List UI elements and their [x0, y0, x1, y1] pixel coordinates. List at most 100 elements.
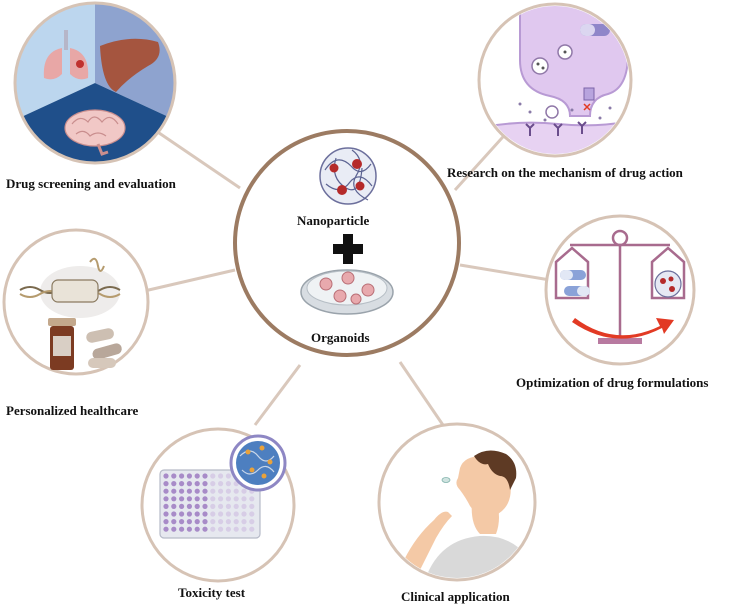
dna-icon [19, 257, 121, 303]
well [233, 526, 239, 532]
capsules-icon [86, 328, 122, 368]
well [186, 519, 192, 525]
drug-screening-label: Drug screening and evaluation [6, 176, 176, 191]
well [171, 488, 177, 494]
well [225, 526, 231, 532]
well [210, 511, 216, 517]
well [202, 473, 208, 479]
nanoparticle-icon [319, 147, 377, 205]
well [186, 473, 192, 479]
well [171, 511, 177, 517]
well [249, 511, 255, 517]
red-arrow-icon [572, 318, 674, 339]
mechanism-label: Research on the mechanism of drug action [447, 165, 683, 180]
well [186, 503, 192, 509]
well [202, 503, 208, 509]
well [194, 496, 200, 502]
well [233, 496, 239, 502]
well [194, 481, 200, 487]
well [218, 488, 224, 494]
well [233, 488, 239, 494]
personalized-circle [2, 228, 150, 376]
well [218, 519, 224, 525]
well [210, 481, 216, 487]
plus-sign [333, 234, 363, 264]
well [179, 511, 185, 517]
well [218, 511, 224, 517]
personalized-label: Personalized healthcare [6, 403, 139, 418]
connector-clinical [398, 361, 447, 429]
mechanism-circle [477, 2, 633, 158]
well [179, 473, 185, 479]
well [194, 511, 200, 517]
well [163, 481, 169, 487]
well [241, 496, 247, 502]
well [163, 496, 169, 502]
well [186, 496, 192, 502]
well [233, 511, 239, 517]
well [210, 473, 216, 479]
well [249, 519, 255, 525]
well [179, 488, 185, 494]
well [225, 481, 231, 487]
well [163, 503, 169, 509]
well [249, 503, 255, 509]
well [171, 519, 177, 525]
well [171, 473, 177, 479]
well [171, 526, 177, 532]
nanoparticle-zoom-icon [229, 434, 287, 492]
well [186, 526, 192, 532]
person-taking-pill-icon [404, 450, 533, 578]
optimization-circle [544, 214, 696, 366]
well [163, 526, 169, 532]
well [210, 519, 216, 525]
well [163, 511, 169, 517]
well [179, 526, 185, 532]
well [233, 503, 239, 509]
well [225, 496, 231, 502]
well [225, 511, 231, 517]
organoid-dish-icon [300, 269, 394, 315]
well [241, 526, 247, 532]
well [202, 481, 208, 487]
toxicity-circle [140, 427, 296, 583]
well [210, 503, 216, 509]
well [194, 488, 200, 494]
well [225, 488, 231, 494]
well [179, 519, 185, 525]
scale-icon [554, 229, 686, 344]
well [241, 488, 247, 494]
well [194, 526, 200, 532]
well [179, 503, 185, 509]
well [218, 481, 224, 487]
well [210, 488, 216, 494]
well [241, 503, 247, 509]
well [163, 488, 169, 494]
well [179, 496, 185, 502]
well [218, 526, 224, 532]
well [225, 519, 231, 525]
well [241, 519, 247, 525]
well [194, 503, 200, 509]
well [163, 519, 169, 525]
well [225, 473, 231, 479]
capsules-left-icon [560, 270, 590, 296]
well [163, 473, 169, 479]
well [171, 503, 177, 509]
well [202, 519, 208, 525]
well [249, 526, 255, 532]
clinical-label: Clinical application [401, 589, 510, 604]
clinical-circle [377, 422, 537, 582]
well [218, 503, 224, 509]
well [233, 519, 239, 525]
nanoparticle-label: Nanoparticle [297, 213, 370, 228]
well [210, 496, 216, 502]
connector-toxicity [253, 364, 302, 426]
well [179, 481, 185, 487]
well [218, 473, 224, 479]
lungs-icon [43, 30, 89, 80]
well [218, 496, 224, 502]
connector-personalized [139, 268, 236, 294]
well [210, 526, 216, 532]
